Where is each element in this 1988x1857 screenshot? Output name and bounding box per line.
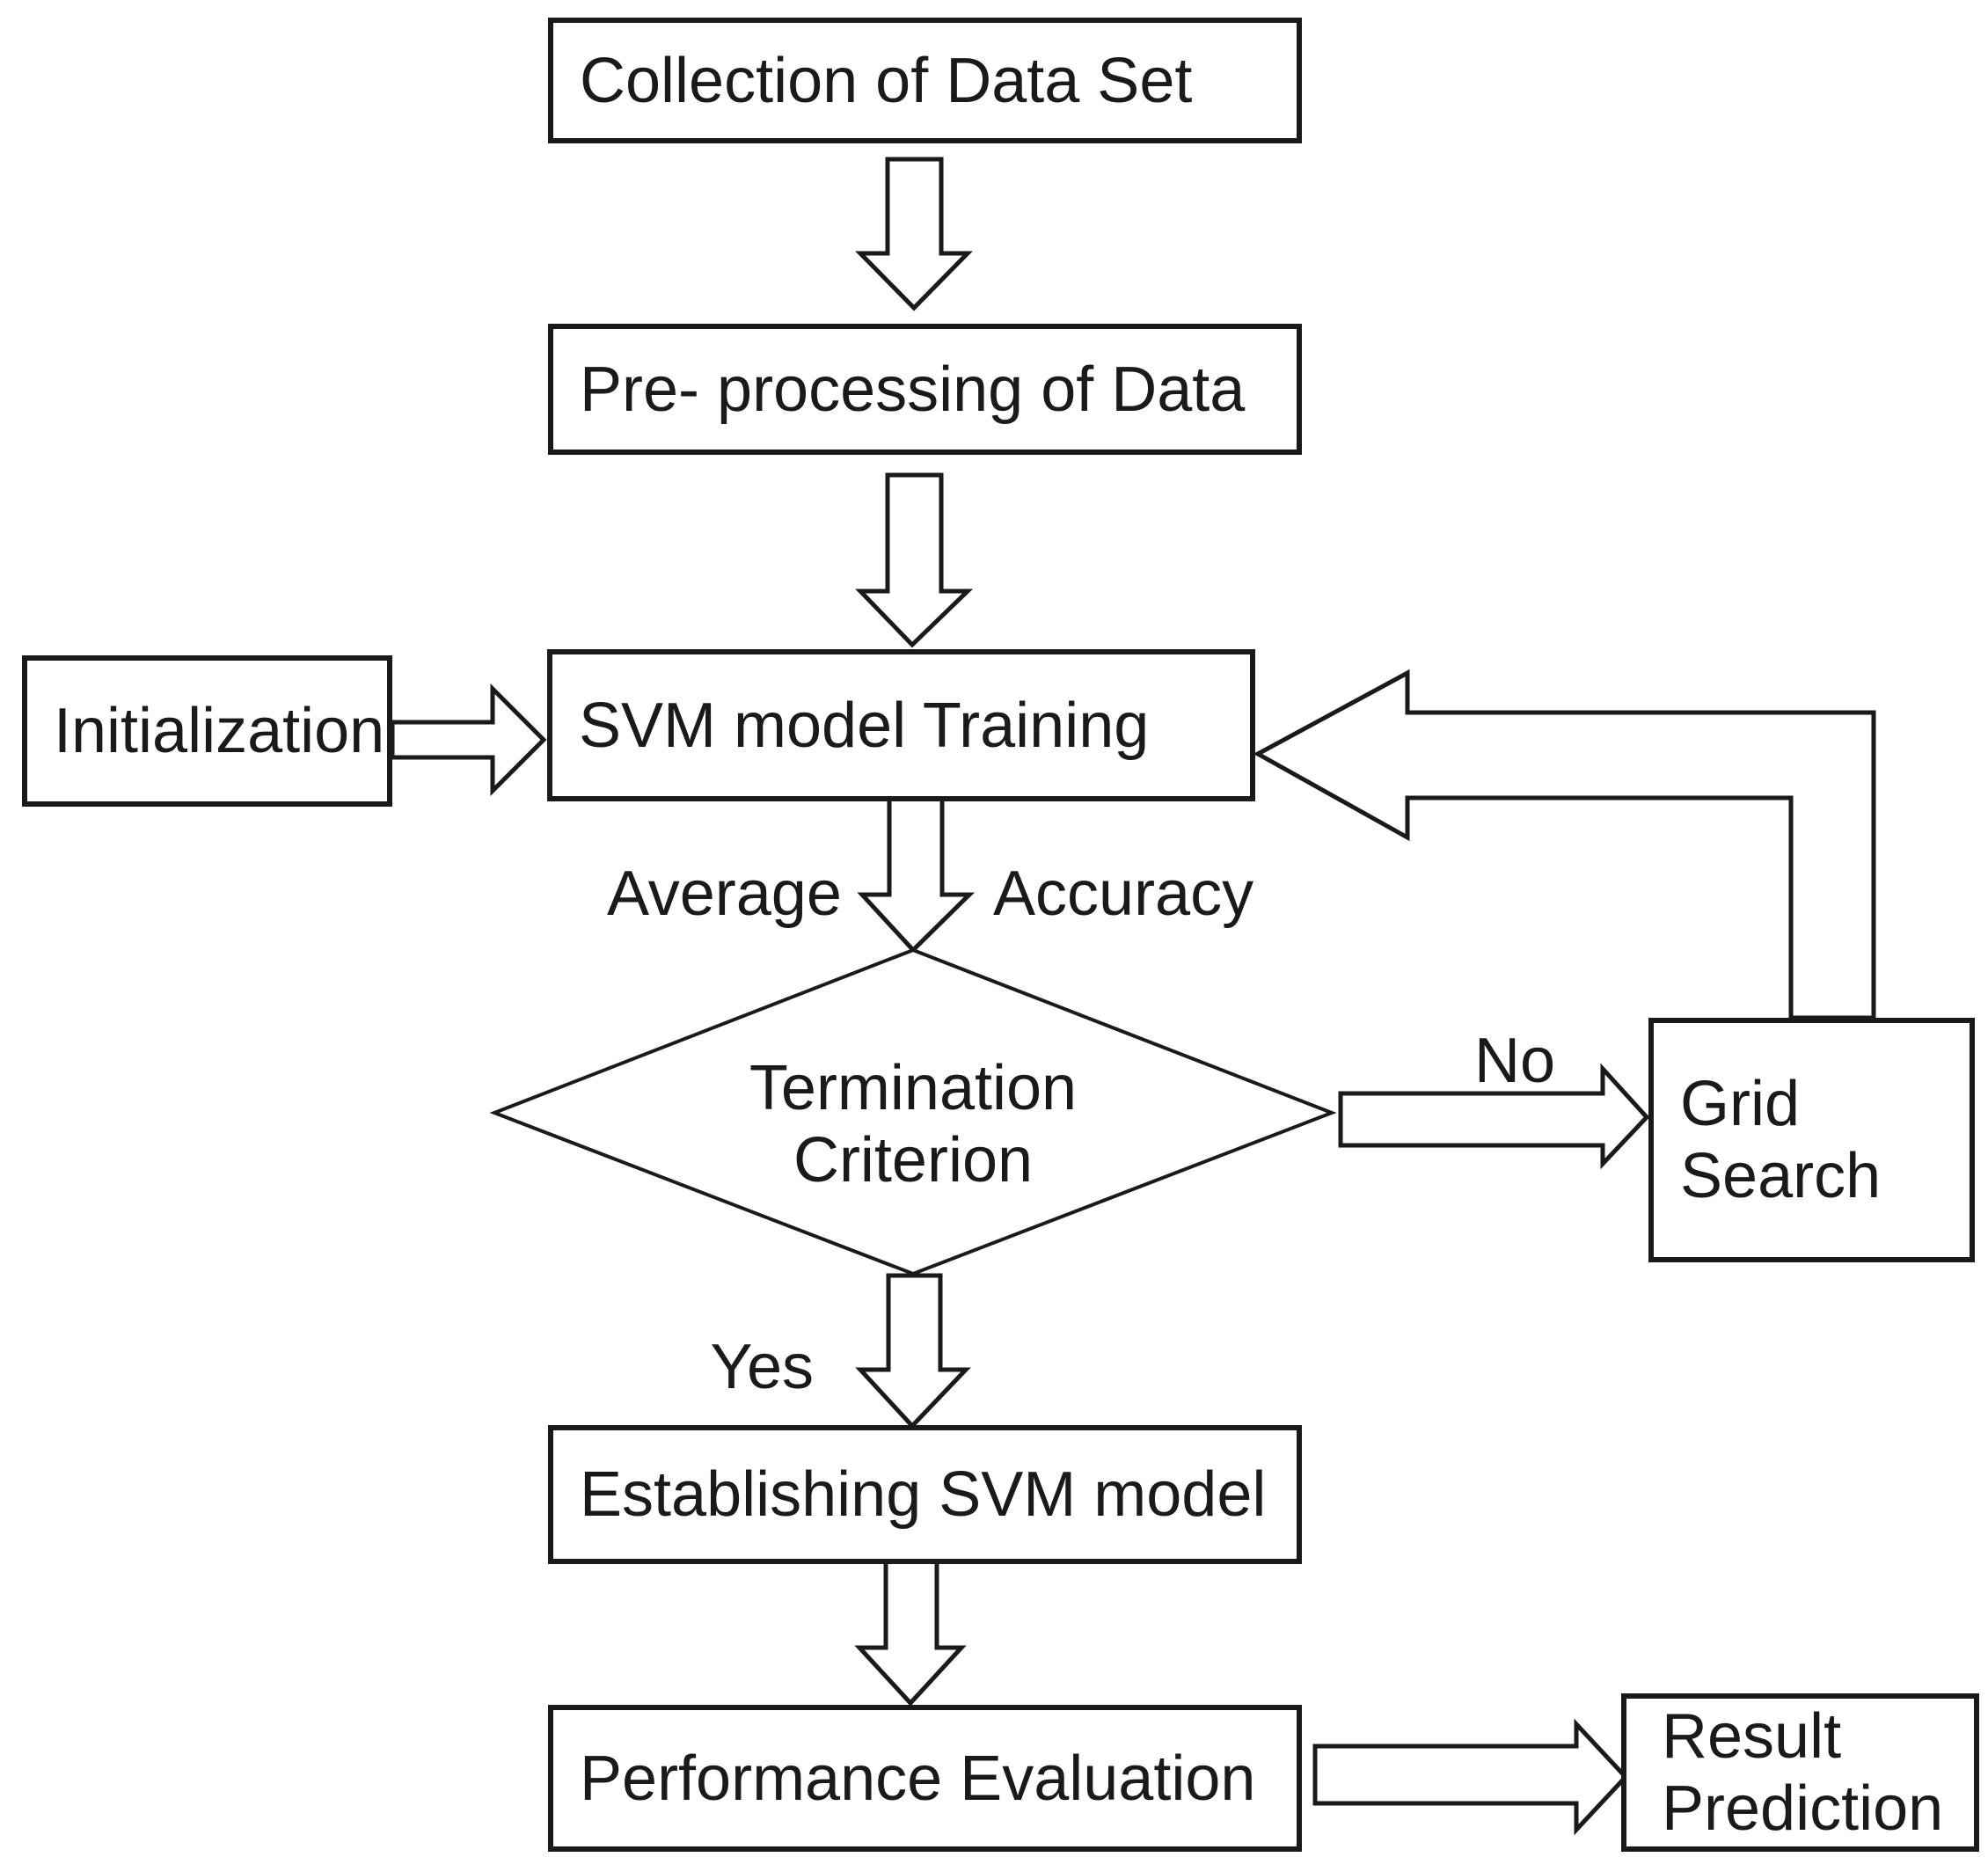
node-initialization-label: Initialization xyxy=(54,696,385,766)
node-grid-search: Grid Search xyxy=(1648,1018,1975,1262)
node-grid-search-line2: Search xyxy=(1680,1141,1882,1211)
termination-line1: Termination xyxy=(749,1053,1078,1123)
node-result-line2: Prediction xyxy=(1662,1773,1944,1844)
edge-label-average: Average xyxy=(607,859,842,929)
arrow-initialization-to-svm xyxy=(390,683,547,797)
arrow-svm-to-termination xyxy=(857,796,976,954)
node-establishing-svm-model: Establishing SVM model xyxy=(548,1425,1302,1564)
arrow-establishing-to-performance xyxy=(854,1559,967,1707)
node-performance-evaluation: Performance Evaluation xyxy=(548,1705,1302,1852)
node-result-line1: Result xyxy=(1662,1701,1842,1772)
feedback-arrow xyxy=(1253,669,1876,1020)
arrow-preprocessing-to-svm xyxy=(855,472,974,648)
node-svm-model-training: SVM model Training xyxy=(547,649,1255,801)
arrow-collection-to-preprocessing xyxy=(855,157,973,311)
edge-label-yes: Yes xyxy=(710,1332,814,1402)
node-establishing-label: Establishing SVM model xyxy=(580,1459,1267,1530)
node-svm-training-label: SVM model Training xyxy=(579,690,1150,761)
arrow-yes-to-establishing xyxy=(855,1273,971,1429)
termination-diamond xyxy=(489,947,1337,1276)
arrow-no-to-grid-search xyxy=(1338,1063,1650,1170)
termination-line2: Criterion xyxy=(793,1125,1034,1195)
node-grid-search-line1: Grid xyxy=(1680,1069,1801,1139)
node-collection-label: Collection of Data Set xyxy=(580,45,1193,116)
edge-label-no: No xyxy=(1474,1026,1556,1096)
node-performance-label: Performance Evaluation xyxy=(580,1743,1256,1814)
node-result-prediction: Result Prediction xyxy=(1621,1693,1979,1852)
termination-criterion-text: Termination Criterion xyxy=(693,1052,1133,1196)
node-initialization: Initialization xyxy=(22,655,392,807)
node-collection-of-data-set: Collection of Data Set xyxy=(548,18,1302,143)
node-preprocessing-label: Pre- processing of Data xyxy=(580,354,1246,425)
arrow-performance-to-result xyxy=(1312,1718,1629,1836)
edge-label-accuracy: Accuracy xyxy=(993,859,1254,929)
node-preprocessing-of-data: Pre- processing of Data xyxy=(548,324,1302,455)
